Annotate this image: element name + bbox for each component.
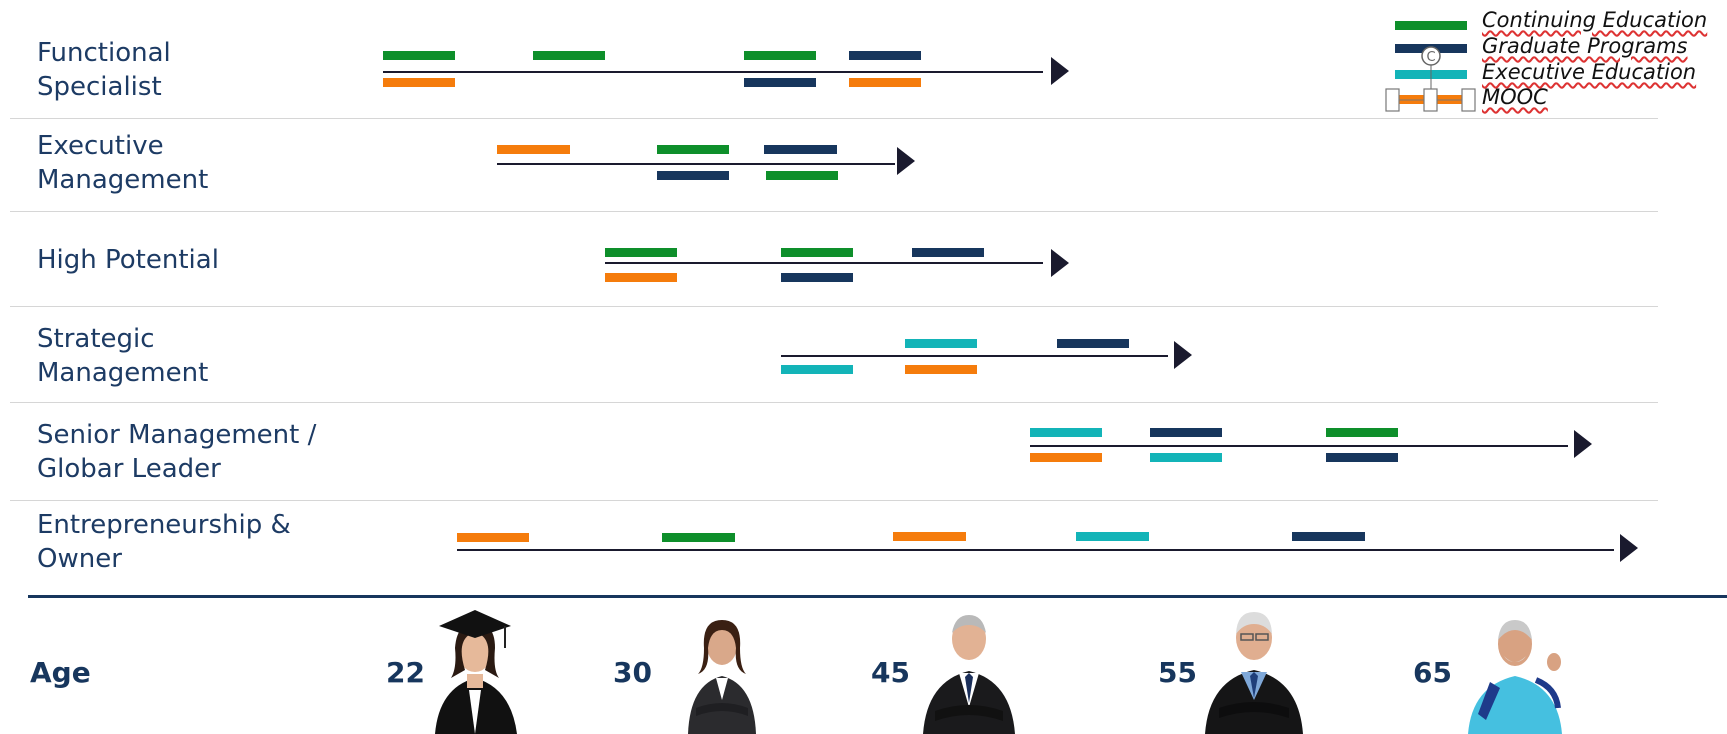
segment-graduate [912,248,984,257]
timeline-line [457,549,1614,551]
age-label-22: 22 [386,656,425,689]
timeline-line [605,262,1043,264]
timeline-line [383,71,1043,73]
timeline-arrowhead [1174,341,1192,369]
timeline-line [497,163,895,165]
segment-graduate [781,273,853,282]
segment-executive [1150,453,1222,462]
age-label-30: 30 [613,656,652,689]
selection-handles-icon: C [1385,46,1476,112]
segment-graduate [764,145,837,154]
segment-mooc [1030,453,1102,462]
timeline-arrowhead [1574,430,1592,458]
senior-traveler-figure-icon [1468,620,1562,734]
segment-continuing [657,145,729,154]
svg-text:C: C [1426,50,1435,65]
segment-mooc [605,273,677,282]
age-label-55: 55 [1158,656,1197,689]
timeline-arrowhead [1051,57,1069,85]
row-separator [10,211,1658,212]
segment-graduate [1150,428,1222,437]
segment-executive [781,365,853,374]
row-label-functional-specialist: Functional Specialist [37,38,171,102]
segment-continuing [744,51,816,60]
senior-businessman-figure-icon [1205,612,1303,734]
row-label-strategic-management: Strategic Management [37,324,209,388]
segment-mooc [905,365,977,374]
legend-label-graduate: Graduate Programs [1482,34,1688,58]
legend-label-continuing: Continuing Education [1482,8,1708,32]
segment-continuing [766,171,838,180]
segment-executive [905,339,977,348]
timeline-arrowhead [1620,534,1638,562]
segment-continuing [662,533,735,542]
segment-graduate [1292,532,1365,541]
segment-graduate [1057,339,1129,348]
segment-mooc [849,78,921,87]
age-label-65: 65 [1413,656,1452,689]
row-label-executive-management: Executive Management [37,131,209,195]
row-label-high-potential: High Potential [37,245,219,275]
graduate-student-figure-icon [435,610,517,734]
segment-graduate [657,171,729,180]
segment-mooc [893,532,966,541]
segment-continuing [533,51,605,60]
age-axis-title: Age [30,656,91,689]
segment-mooc [383,78,455,87]
row-separator [10,402,1658,403]
segment-mooc [497,145,570,154]
legend-label-mooc: MOOC [1482,85,1548,109]
segment-mooc [457,533,529,542]
timeline-arrowhead [1051,249,1069,277]
segment-graduate [1326,453,1398,462]
legend-swatch-continuing [1395,21,1467,30]
segment-continuing [781,248,853,257]
segment-executive [1030,428,1102,437]
segment-graduate [744,78,816,87]
legend-label-executive: Executive Education [1482,60,1697,84]
businesswoman-figure-icon [688,620,756,734]
timeline-arrowhead [897,147,915,175]
age-label-45: 45 [871,656,910,689]
timeline-line [781,355,1168,357]
segment-graduate [849,51,921,60]
segment-executive [1076,532,1149,541]
segment-continuing [383,51,455,60]
row-label-entrepreneurship: Entrepreneurship & Owner [37,510,291,574]
timeline-line [1030,445,1568,447]
row-separator [10,306,1658,307]
row-separator [10,500,1658,501]
age-axis-line [28,595,1727,598]
row-label-senior-management: Senior Management / Globar Leader [37,420,317,484]
row-separator [10,118,1658,119]
segment-continuing [605,248,677,257]
segment-continuing [1326,428,1398,437]
businessman-figure-icon [923,615,1015,734]
